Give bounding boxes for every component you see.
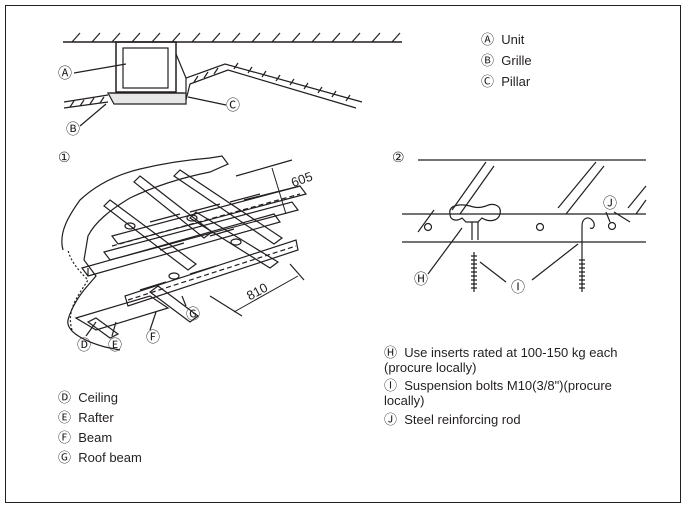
legend-item-pillar: Ⓒ Pillar [481, 74, 531, 89]
callout-c: Ⓒ [226, 97, 240, 113]
legend-item-grille: Ⓑ Grille [481, 53, 532, 68]
callout-e: Ⓔ [108, 337, 122, 353]
legend-item-roof-beam: Ⓖ Roof beam [58, 450, 142, 465]
legend-item-rafter: Ⓔ Rafter [58, 410, 114, 425]
callout-d: Ⓓ [77, 337, 91, 353]
legend-item-ceiling: Ⓓ Ceiling [58, 390, 118, 405]
top-installation-drawing [63, 32, 402, 127]
callout-b: Ⓑ [66, 121, 80, 137]
legend-item-beam: Ⓕ Beam [58, 430, 113, 445]
legend-item-reinforcing-rod: Ⓙ Steel reinforcing rod [384, 412, 521, 427]
legend-item-unit: Ⓐ Unit [481, 32, 525, 47]
fig1-wood-structure-drawing [61, 155, 308, 351]
callout-g: Ⓖ [186, 306, 200, 322]
legend-item-inserts: Ⓗ Use inserts rated at 100-150 kg each (… [384, 345, 618, 375]
callout-f: Ⓕ [146, 329, 160, 345]
fig1-number: ① [58, 149, 71, 165]
fig2-concrete-slab-drawing [402, 159, 647, 292]
callout-h: Ⓗ [414, 271, 428, 287]
callout-a: Ⓐ [58, 65, 72, 81]
fig2-number: ② [392, 149, 405, 165]
legend-item-suspension-bolts: Ⓘ Suspension bolts M10(3/8")(procure loc… [384, 378, 612, 408]
callout-i: Ⓘ [511, 279, 525, 295]
figure-frame [5, 5, 681, 503]
callout-j: Ⓙ [603, 195, 617, 211]
